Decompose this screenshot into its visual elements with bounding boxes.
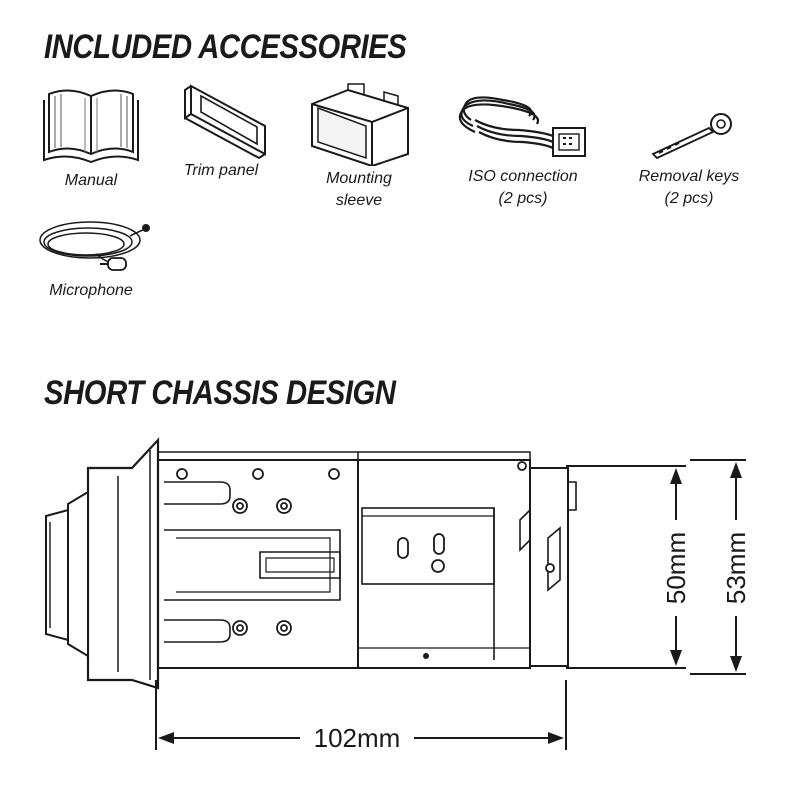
book-icon [43, 89, 139, 164]
outer-height-dimension [690, 459, 746, 675]
screw-holes [176, 461, 555, 636]
trim-panel-icon [184, 84, 266, 160]
accessory-label: Manual [64, 172, 118, 189]
accessory-manual: Manual [16, 82, 166, 192]
accessory-label: ISO connection [468, 168, 578, 185]
inner-height-label: 50mm [661, 532, 691, 604]
accessory-iso-connection: ISO connection (2 pcs) [448, 92, 598, 210]
accessory-microphone: Microphone [16, 214, 166, 302]
accessory-label: (2 pcs) [664, 190, 714, 207]
mounting-hole [423, 653, 429, 659]
removal-key-icon [651, 113, 732, 160]
width-label: 102mm [314, 723, 401, 753]
accessory-label: Removal keys [638, 168, 740, 185]
accessory-trim-panel: Trim panel [146, 82, 296, 182]
accessory-label: Microphone [49, 282, 133, 299]
accessory-label: Mounting [326, 170, 392, 187]
mounting-sleeve-icon [311, 83, 409, 166]
iso-connector-icon [458, 96, 586, 157]
inner-height-dimension [566, 465, 686, 669]
chassis-diagram: 102mm 50mm 53mm [45, 437, 751, 753]
front-knob [45, 508, 69, 642]
outer-height-label: 53mm [721, 532, 751, 604]
chassis-body [157, 451, 577, 669]
accessory-mounting-sleeve: Mounting sleeve [284, 82, 434, 212]
width-dimension [155, 680, 567, 750]
accessory-label: (2 pcs) [498, 190, 548, 207]
accessories-heading: INCLUDED ACCESSORIES [44, 28, 407, 66]
microphone-icon [39, 221, 150, 271]
chassis-heading: SHORT CHASSIS DESIGN [44, 374, 396, 412]
faceplate [67, 437, 160, 690]
accessory-label: sleeve [335, 192, 383, 209]
accessory-removal-keys: Removal keys (2 pcs) [614, 110, 764, 210]
accessory-label: Trim panel [183, 162, 259, 179]
